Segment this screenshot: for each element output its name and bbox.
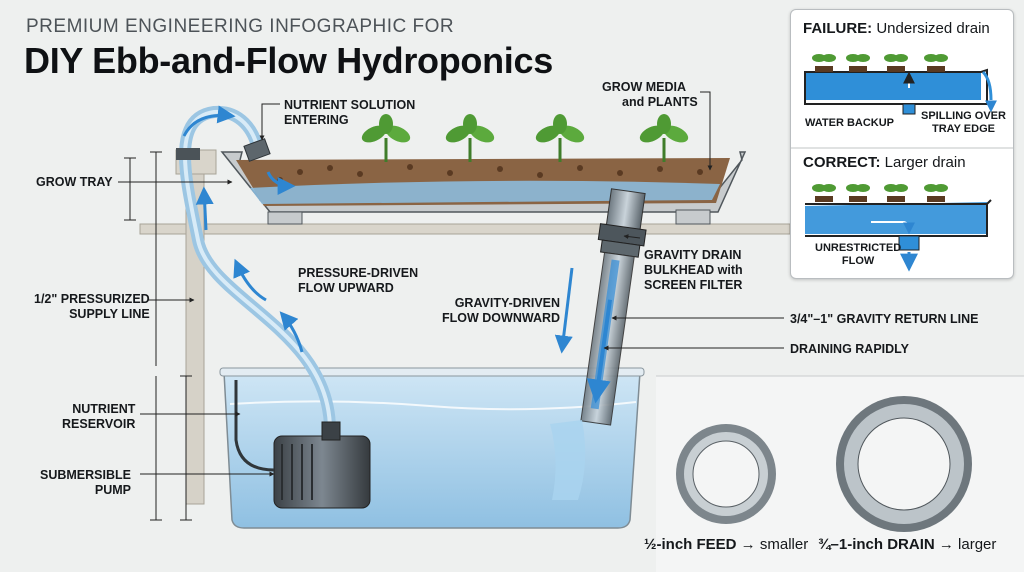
label-water-backup: WATER BACKUP bbox=[805, 117, 895, 129]
panel-illustrations bbox=[791, 54, 1013, 272]
failure-tray bbox=[804, 54, 997, 115]
hose-clamp bbox=[176, 148, 200, 160]
label-draining-rapidly: DRAINING RAPIDLY bbox=[790, 342, 909, 356]
supertitle: PREMIUM ENGINEERING INFOGRAPHIC FOR bbox=[26, 16, 455, 37]
label-gravity-flow: GRAVITY-DRIVEN FLOW DOWNWARD bbox=[442, 296, 561, 325]
guide-lines bbox=[118, 91, 784, 477]
caption-feed: ½-inch FEED → smaller bbox=[644, 536, 809, 553]
drain-pipe-ring bbox=[836, 396, 972, 532]
comparison-panel: FAILURE: Undersized drain bbox=[790, 9, 1014, 279]
drain-outflow bbox=[550, 420, 586, 500]
label-grow-media: GROW MEDIA and PLANTS bbox=[602, 80, 698, 109]
drain-pipe bbox=[580, 188, 647, 426]
label-nutrient-entering: NUTRIENT SOLUTION ENTERING bbox=[284, 98, 416, 127]
caption-drain: ¾–1-inch DRAIN → larger bbox=[818, 536, 997, 553]
label-pump: SUBMERSIBLE PUMP bbox=[40, 468, 131, 497]
label-drain-bulkhead: GRAVITY DRAIN BULKHEAD with SCREEN FILTE… bbox=[644, 248, 743, 292]
correct-tray bbox=[805, 184, 992, 272]
label-unrestricted-flow: UNRESTRICTED FLOW bbox=[815, 242, 902, 267]
label-reservoir: NUTRIENT RESERVOIR bbox=[62, 402, 136, 431]
bench-top bbox=[139, 223, 791, 235]
page-title: DIY Ebb-and-Flow Hydroponics bbox=[24, 40, 553, 81]
feed-pipe-ring bbox=[676, 424, 776, 524]
label-spilling: SPILLING OVER TRAY EDGE bbox=[921, 110, 1006, 135]
tray-water bbox=[250, 180, 720, 204]
label-return-line: 3/4"–1" GRAVITY RETURN LINE bbox=[790, 312, 979, 326]
correct-heading: CORRECT: Larger drain bbox=[803, 154, 966, 171]
label-supply-line: 1/2" PRESSURIZED SUPPLY LINE bbox=[34, 292, 150, 321]
label-pressure-flow: PRESSURE-DRIVEN FLOW UPWARD bbox=[298, 266, 419, 295]
pump bbox=[234, 380, 371, 509]
dimension-brackets bbox=[124, 151, 192, 521]
label-grow-tray: GROW TRAY bbox=[36, 175, 113, 189]
failure-heading: FAILURE: Undersized drain bbox=[803, 20, 990, 37]
plants bbox=[361, 114, 689, 162]
flow-arrows bbox=[182, 105, 574, 354]
inlet-fitting bbox=[243, 138, 271, 162]
